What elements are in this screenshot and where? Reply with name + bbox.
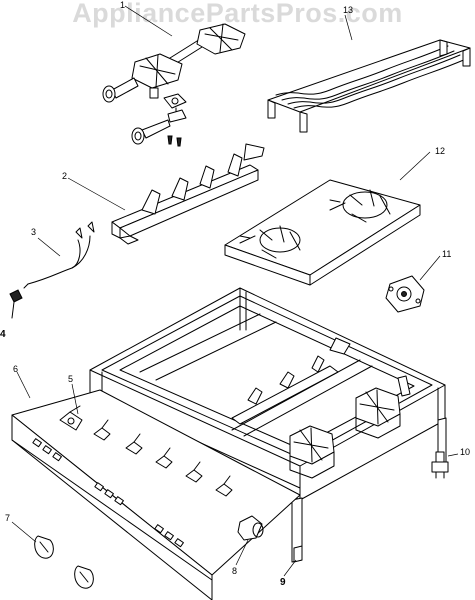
part-2-manifold-bracket[interactable] xyxy=(67,143,265,245)
part-11-valve[interactable] xyxy=(385,255,441,313)
part-12-top-grate[interactable] xyxy=(224,151,431,286)
callout-4: 4 xyxy=(0,329,6,340)
callout-3: 3 xyxy=(31,227,37,237)
range-burner-rear[interactable] xyxy=(355,387,401,439)
part-4-ignitor[interactable] xyxy=(9,289,23,319)
range-frame[interactable] xyxy=(89,287,447,563)
part-6-control-panel[interactable] xyxy=(11,371,301,600)
panel-slots xyxy=(32,438,184,548)
callout-10: 10 xyxy=(460,447,471,457)
part-10-foot[interactable] xyxy=(431,451,459,479)
part-5-valves[interactable] xyxy=(59,383,233,497)
part-1-burner-assembly[interactable] xyxy=(102,5,246,147)
callout-7: 7 xyxy=(5,513,11,523)
callout-6: 6 xyxy=(13,364,19,374)
callout-12: 12 xyxy=(435,146,446,156)
callout-1: 1 xyxy=(120,0,126,10)
part-9-leg[interactable] xyxy=(283,545,303,577)
callout-9: 9 xyxy=(280,577,286,588)
callout-2: 2 xyxy=(62,171,68,181)
callout-13: 13 xyxy=(343,5,354,15)
callout-5: 5 xyxy=(68,374,74,384)
callout-8: 8 xyxy=(232,566,238,576)
part-13-wavy-grate[interactable] xyxy=(267,14,471,133)
part-8-elbow-fitting[interactable] xyxy=(235,515,264,566)
part-7-knobs[interactable] xyxy=(11,521,94,589)
part-3-thermocouple-wire[interactable] xyxy=(23,221,95,289)
callout-11: 11 xyxy=(442,249,452,259)
range-burner-front[interactable] xyxy=(289,425,335,479)
